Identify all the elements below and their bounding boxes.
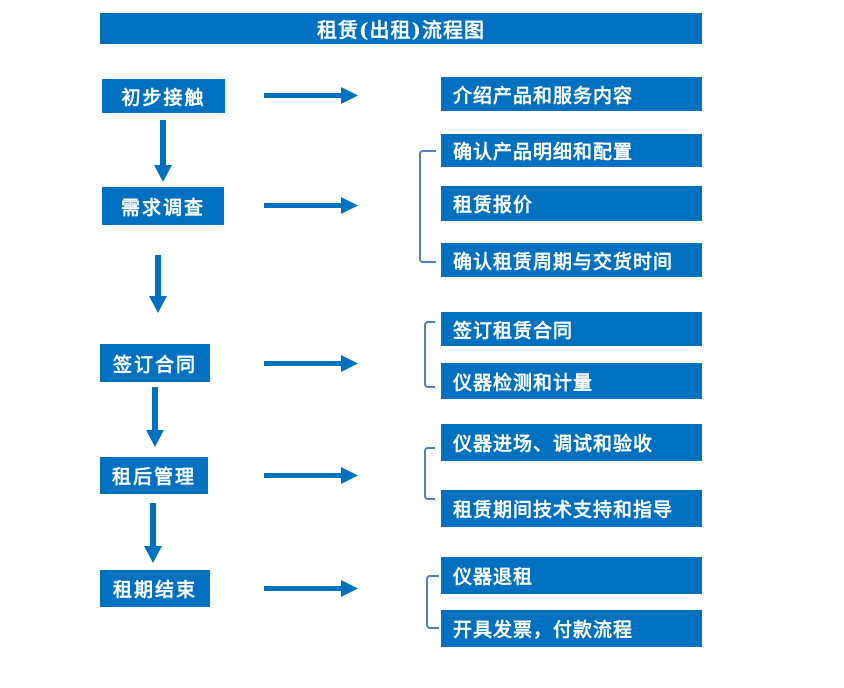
arrow-down-icon — [144, 503, 162, 563]
output-box: 仪器退租 — [441, 557, 702, 594]
group-bracket — [424, 447, 435, 500]
arrow-down-icon — [146, 387, 164, 447]
arrow-right-icon — [264, 467, 358, 484]
group-bracket — [426, 575, 439, 629]
step-box-initial-contact: 初步接触 — [102, 79, 225, 113]
output-box: 租赁期间技术支持和指导 — [441, 490, 702, 527]
step-box-demand-survey: 需求调查 — [102, 187, 224, 225]
output-box: 租赁报价 — [441, 186, 702, 221]
group-bracket — [424, 321, 435, 388]
arrow-right-icon — [264, 197, 358, 214]
output-box: 仪器进场、调试和验收 — [441, 424, 702, 461]
step-box-post-rental-management: 租后管理 — [100, 457, 208, 494]
step-box-sign-contract: 签订合同 — [100, 344, 210, 382]
group-bracket — [419, 150, 436, 263]
output-box: 仪器检测和计量 — [441, 363, 702, 399]
arrow-right-icon — [264, 87, 358, 104]
arrow-down-icon — [149, 255, 167, 313]
output-box: 确认租赁周期与交货时间 — [441, 243, 702, 277]
flowchart-title: 租赁(出租)流程图 — [100, 13, 702, 44]
output-box: 签订租赁合同 — [441, 312, 702, 346]
arrow-right-icon — [264, 580, 358, 597]
arrow-down-icon — [154, 120, 172, 182]
arrow-right-icon — [264, 355, 358, 372]
output-box: 介绍产品和服务内容 — [441, 77, 702, 111]
output-box: 确认产品明细和配置 — [441, 134, 702, 167]
step-box-rental-end: 租期结束 — [100, 570, 210, 607]
output-box: 开具发票，付款流程 — [441, 610, 702, 647]
